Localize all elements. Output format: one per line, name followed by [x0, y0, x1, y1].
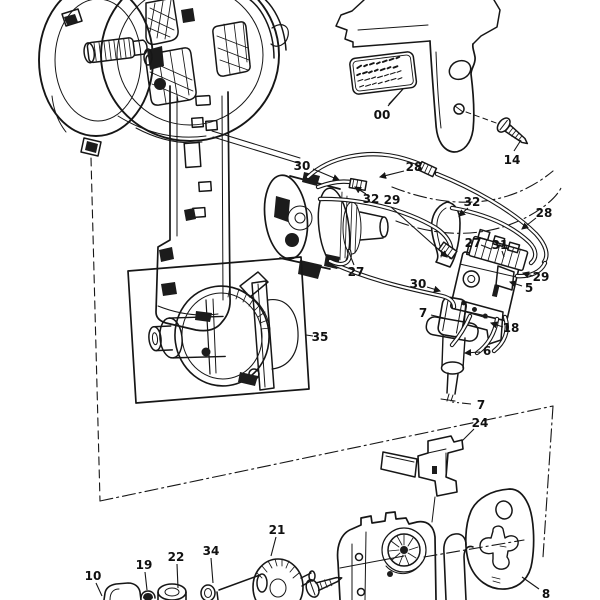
housing-handle-panel — [335, 0, 501, 153]
gearcase-assembly — [336, 511, 474, 600]
leader-line-14 — [513, 139, 522, 152]
leader-line-31 — [501, 250, 505, 258]
leader-line-34 — [210, 557, 214, 584]
leader-line-27 — [480, 244, 492, 250]
leader-line-29 — [390, 206, 448, 258]
leader-line-29 — [521, 271, 534, 279]
armature-assembly — [263, 172, 389, 279]
leader-line-22 — [176, 563, 179, 589]
leader-line-21 — [270, 536, 277, 557]
leader-line-7 — [430, 314, 445, 319]
switch-bracket-5 — [495, 265, 515, 291]
motor-field-assembly — [38, 0, 289, 157]
leader-line-32 — [354, 186, 367, 195]
bracket-24 — [380, 435, 464, 523]
terminal-block — [468, 228, 529, 272]
leader-line-6 — [463, 349, 481, 357]
leader-line-24 — [461, 428, 475, 442]
wire-harness — [305, 152, 549, 356]
leader-line-30 — [426, 285, 442, 293]
washer-34 — [200, 584, 216, 600]
leader-line-18 — [489, 321, 504, 329]
spec-plate-text-scribble — [356, 55, 401, 70]
ring-19 — [140, 590, 156, 599]
leader-line-27 — [347, 249, 355, 266]
screw-bottom — [305, 576, 343, 598]
fan-clutch-assembly — [148, 271, 299, 391]
spec-plate — [349, 51, 418, 95]
motor-mount-bracket — [155, 85, 301, 332]
leader-lines — [95, 88, 540, 597]
screw-14 — [496, 117, 529, 145]
leader-line-28 — [521, 217, 537, 230]
pointer-line — [211, 130, 301, 159]
phantom-lines — [90, 157, 562, 558]
leader-line-35 — [305, 334, 314, 337]
cord-cut-mark — [440, 398, 456, 402]
screw-alignment-line — [465, 111, 500, 125]
leader-line-7 — [451, 401, 472, 405]
leader-line-30 — [312, 168, 340, 181]
bushing-10 — [103, 582, 142, 600]
leader-line-5 — [508, 280, 523, 288]
armature-pin — [83, 37, 148, 64]
leader-line-28 — [378, 170, 405, 179]
shaft-sleeve — [216, 573, 268, 600]
shaft-parts — [103, 558, 316, 600]
leader-line-32 — [458, 207, 469, 217]
leader-line-19 — [144, 571, 148, 591]
inset-box-35 — [127, 256, 310, 404]
leader-line-10 — [95, 582, 103, 597]
leader-line-00 — [387, 88, 404, 107]
gear-21 — [252, 558, 316, 600]
gasket-plate-8 — [465, 488, 535, 590]
leader-line-8 — [521, 576, 540, 590]
bearing-22 — [157, 583, 187, 600]
wire-ferrule — [417, 160, 438, 178]
